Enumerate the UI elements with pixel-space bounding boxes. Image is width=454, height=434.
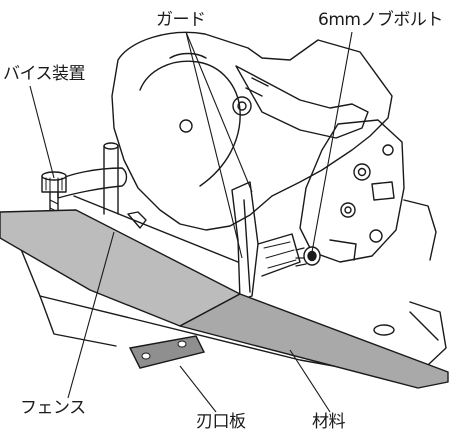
- leader-guard-1: [185, 31, 243, 259]
- label-material: 材料: [312, 412, 346, 432]
- saw-housing: [111, 31, 393, 231]
- tilt-mechanism: [299, 119, 405, 263]
- vise-arm: [57, 167, 128, 199]
- motor-handle: [235, 65, 369, 139]
- guard: [231, 181, 259, 301]
- label-vise: バイス装置: [3, 64, 86, 84]
- leader-guard-2: [185, 31, 253, 193]
- leader-plate: [179, 365, 217, 413]
- vise-post: [103, 145, 119, 215]
- knob-bolt: [295, 246, 321, 267]
- label-kerf-plate: 刃口板: [196, 412, 246, 432]
- label-guard: ガード: [156, 10, 206, 30]
- blade-cover-arc: [139, 60, 241, 187]
- leader-bolt: [311, 31, 353, 253]
- label-fence: フェンス: [20, 398, 86, 418]
- leader-fence: [67, 231, 115, 399]
- fence: [0, 209, 241, 327]
- kerf-plate: [128, 335, 206, 369]
- label-knob-bolt: 6mmノブボルト: [318, 10, 443, 30]
- fence-top-edge: [73, 195, 239, 263]
- leader-material: [289, 349, 331, 413]
- leader-vise: [29, 85, 55, 179]
- material: [179, 293, 449, 389]
